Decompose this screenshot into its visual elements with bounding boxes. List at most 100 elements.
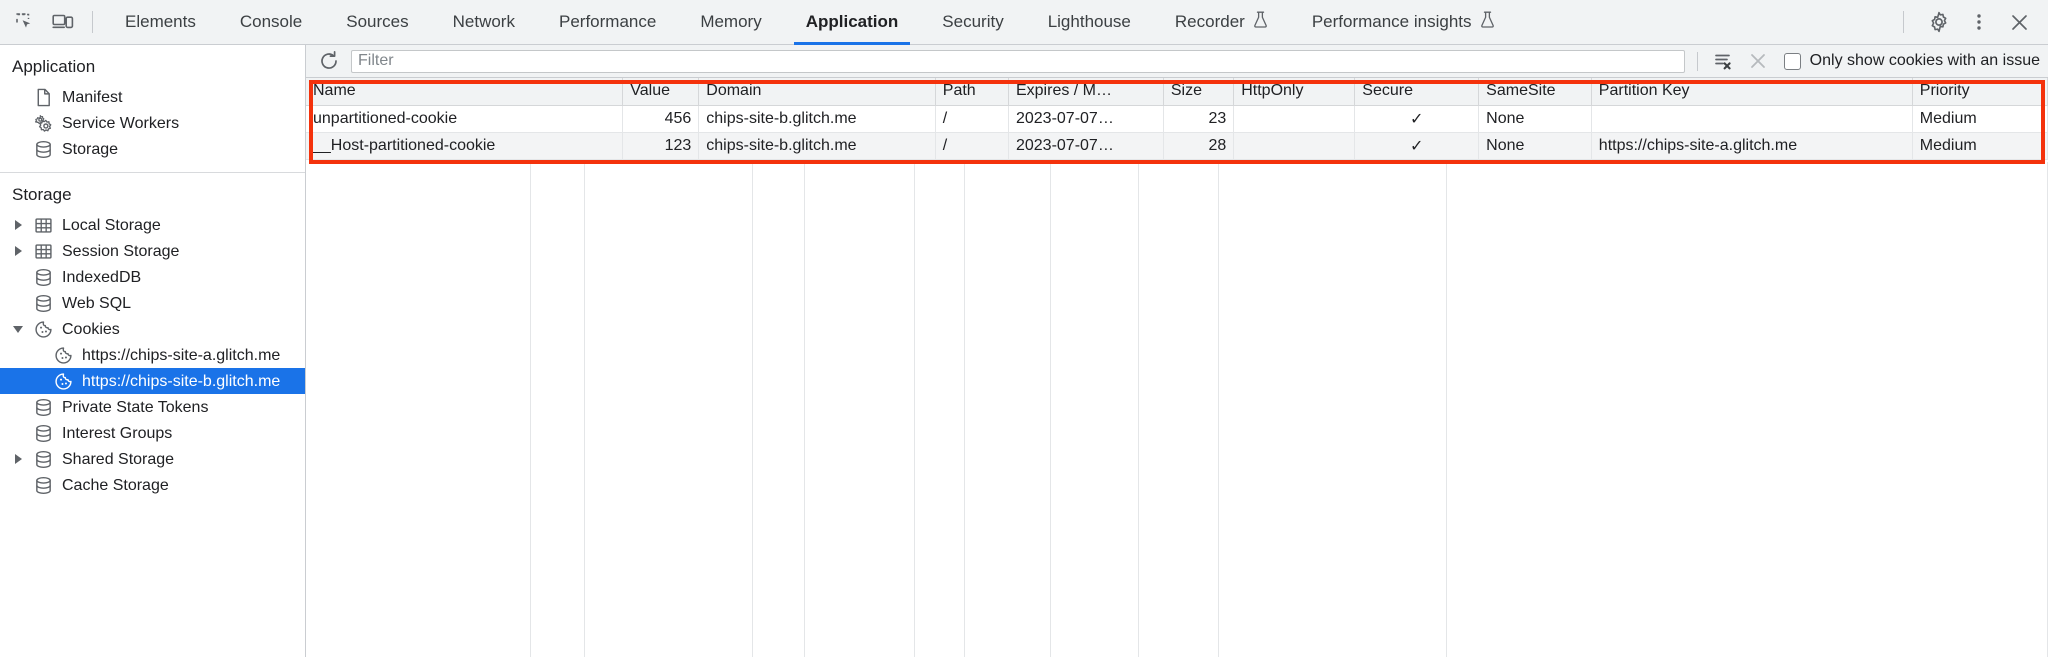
only-show-issues-checkbox[interactable]: Only show cookies with an issue <box>1780 52 2040 70</box>
tab-lighthouse[interactable]: Lighthouse <box>1026 0 1153 45</box>
cell-secure: ✓ <box>1354 132 1480 160</box>
empty-column <box>965 162 1051 657</box>
empty-grid-columns <box>306 162 2048 657</box>
empty-column <box>805 162 915 657</box>
cell-path: / <box>935 132 1009 160</box>
cell-name: __Host-partitioned-cookie <box>306 132 624 160</box>
inspect-element-icon[interactable] <box>6 5 44 39</box>
chevron-right-icon[interactable] <box>13 245 25 257</box>
tab-performance-insights[interactable]: Performance insights <box>1290 0 1517 45</box>
tab-label: Console <box>239 12 303 31</box>
clear-filtered-cookies-icon[interactable] <box>1745 48 1771 74</box>
database-icon <box>34 398 53 417</box>
tab-console[interactable]: Console <box>218 0 324 45</box>
cell-value: 123 <box>622 132 700 160</box>
tab-label: Sources <box>346 12 409 31</box>
column-header-name[interactable]: Name <box>306 78 624 106</box>
tab-memory[interactable]: Memory <box>678 0 783 45</box>
toolbar-divider-right <box>1903 11 1904 33</box>
sidebar-item-label: Local Storage <box>62 216 161 234</box>
more-options-icon[interactable] <box>1960 5 1998 39</box>
sidebar-item-session-storage[interactable]: Session Storage <box>0 238 305 264</box>
tab-elements[interactable]: Elements <box>103 0 218 45</box>
sidebar-item-chips-site-b-glitch-me[interactable]: https://chips-site-b.glitch.me <box>0 368 305 394</box>
empty-column <box>1051 162 1139 657</box>
empty-column <box>915 162 965 657</box>
column-header-path[interactable]: Path <box>935 78 1009 106</box>
sidebar-item-storage[interactable]: Storage <box>0 136 305 162</box>
clear-all-cookies-icon[interactable] <box>1710 48 1736 74</box>
column-header-priority[interactable]: Priority <box>1912 78 2048 106</box>
tab-recorder[interactable]: Recorder <box>1153 0 1290 45</box>
checkbox-label: Only show cookies with an issue <box>1809 52 2040 69</box>
sidebar-item-label: IndexedDB <box>62 268 142 286</box>
cell-httponly <box>1233 132 1356 160</box>
chevron-right-icon[interactable] <box>13 219 25 231</box>
chevron-right-icon[interactable] <box>13 453 25 465</box>
cell-priority: Medium <box>1912 132 2048 160</box>
tab-label: Application <box>805 12 899 31</box>
cell-samesite: None <box>1478 132 1592 160</box>
sidebar-item-cookies[interactable]: Cookies <box>0 316 305 342</box>
cookie-icon <box>54 346 73 365</box>
column-header-secure[interactable]: Secure <box>1354 78 1480 106</box>
empty-column <box>753 162 805 657</box>
cell-name: unpartitioned-cookie <box>306 105 624 133</box>
sidebar-item-web-sql[interactable]: Web SQL <box>0 290 305 316</box>
gear-icon[interactable] <box>1920 5 1958 39</box>
sidebar-item-label: https://chips-site-a.glitch.me <box>82 346 281 364</box>
cell-value: 456 <box>622 105 700 133</box>
device-toolbar-icon[interactable] <box>44 5 82 39</box>
column-header-value[interactable]: Value <box>622 78 700 106</box>
sidebar-item-interest-groups[interactable]: Interest Groups <box>0 420 305 446</box>
column-header-expires-m[interactable]: Expires / M… <box>1008 78 1164 106</box>
tab-application[interactable]: Application <box>784 0 921 45</box>
column-header-size[interactable]: Size <box>1163 78 1235 106</box>
cell-expires-m: 2023-07-07… <box>1008 105 1164 133</box>
sidebar-item-chips-site-a-glitch-me[interactable]: https://chips-site-a.glitch.me <box>0 342 305 368</box>
sidebar-item-shared-storage[interactable]: Shared Storage <box>0 446 305 472</box>
column-header-httponly[interactable]: HttpOnly <box>1233 78 1356 106</box>
panel-tabs: Elements Console Sources Network Performance… <box>103 0 1517 45</box>
tab-security[interactable]: Security <box>920 0 1025 45</box>
sidebar-item-cache-storage[interactable]: Cache Storage <box>0 472 305 498</box>
database-icon <box>34 294 53 313</box>
cell-priority: Medium <box>1912 105 2048 133</box>
column-header-partition-key[interactable]: Partition Key <box>1591 78 1913 106</box>
sidebar-item-local-storage[interactable]: Local Storage <box>0 212 305 238</box>
column-header-samesite[interactable]: SameSite <box>1478 78 1592 106</box>
tab-label: Performance <box>558 12 657 31</box>
sidebar-item-private-state-tokens[interactable]: Private State Tokens <box>0 394 305 420</box>
refresh-icon[interactable] <box>316 48 342 74</box>
checkbox-box[interactable] <box>1783 52 1801 70</box>
close-icon[interactable] <box>2000 5 2038 39</box>
cell-samesite: None <box>1478 105 1592 133</box>
chevron-down-icon[interactable] <box>13 323 25 335</box>
tab-label: Memory <box>700 12 762 31</box>
cookies-filter-toolbar: Only show cookies with an issue <box>306 45 2048 78</box>
sidebar-item-indexeddb[interactable]: IndexedDB <box>0 264 305 290</box>
sidebar-item-manifest[interactable]: Manifest <box>0 84 305 110</box>
tab-performance[interactable]: Performance <box>537 0 678 45</box>
storage-section-title: Storage <box>12 185 72 204</box>
application-section-title: Application <box>12 57 96 76</box>
sidebar-item-label: Storage <box>62 140 119 158</box>
cell-path: / <box>935 105 1009 133</box>
column-header-domain[interactable]: Domain <box>698 78 936 106</box>
filter-input[interactable] <box>351 49 1685 73</box>
sidebar-item-label: Cache Storage <box>62 476 169 494</box>
database-icon <box>34 268 53 287</box>
sidebar-item-label: Cookies <box>62 320 120 338</box>
empty-column <box>585 162 753 657</box>
tab-sources[interactable]: Sources <box>324 0 430 45</box>
tab-network[interactable]: Network <box>431 0 537 45</box>
empty-column <box>1219 162 1447 657</box>
sidebar-item-service-workers[interactable]: Service Workers <box>0 110 305 136</box>
